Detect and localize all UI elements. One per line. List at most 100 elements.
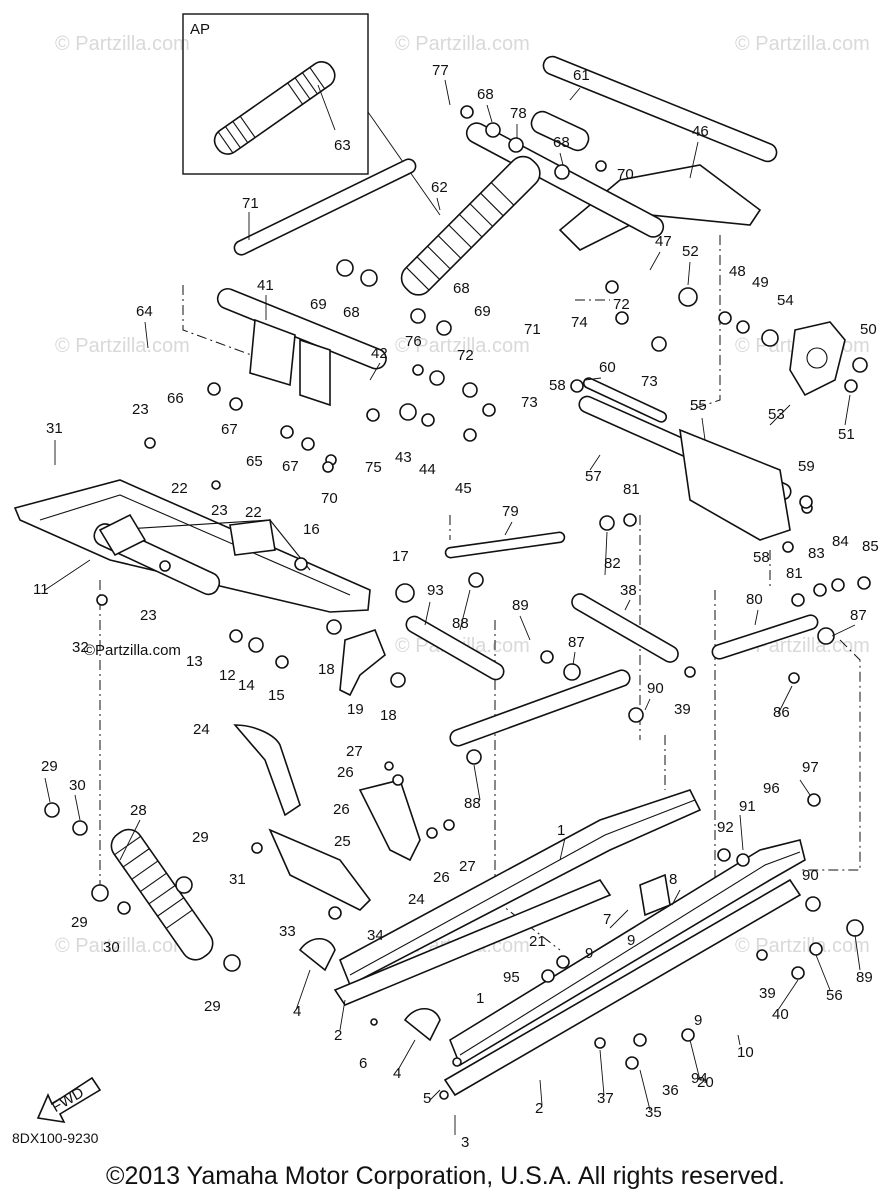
callout-15: 15: [268, 687, 285, 704]
callout-67: 67: [221, 421, 238, 438]
callout-64: 64: [136, 303, 153, 320]
watermark: © Partzilla.com: [735, 33, 870, 55]
callout-39: 39: [674, 701, 691, 718]
rails-and-shafts: [233, 593, 819, 1097]
callout-62: 62: [431, 179, 448, 196]
callout-87: 87: [568, 634, 585, 651]
watermark: © Partzilla.com: [395, 335, 530, 357]
callout-67: 67: [282, 458, 299, 475]
callouts: 1 1 2 2 3 4 4 5 6 7 8 9 9 9 10 11 12 13 …: [33, 62, 879, 1151]
watermark-overlay: ©Partzilla.com: [84, 642, 181, 659]
callout-89: 89: [512, 597, 529, 614]
callout-13: 13: [186, 653, 203, 670]
watermark: © Partzilla.com: [735, 935, 870, 957]
callout-9: 9: [585, 945, 593, 962]
callout-72: 72: [613, 296, 630, 313]
callout-23: 23: [140, 607, 157, 624]
callout-79: 79: [502, 503, 519, 520]
callout-41: 41: [257, 277, 274, 294]
callout-45: 45: [455, 480, 472, 497]
callout-54: 54: [777, 292, 794, 309]
callout-93: 93: [427, 582, 444, 599]
callout-81: 81: [623, 481, 640, 498]
callout-72: 72: [457, 347, 474, 364]
callout-26: 26: [337, 764, 354, 781]
callout-4: 4: [293, 1003, 301, 1020]
callout-83: 83: [808, 545, 825, 562]
callout-8: 8: [669, 871, 677, 888]
front-arm-assembly: [13, 479, 371, 613]
rear-arm-assembly: [216, 55, 846, 541]
callout-11: 11: [33, 581, 49, 598]
callout-51: 51: [838, 426, 855, 443]
watermark: © Partzilla.com: [55, 33, 190, 55]
callout-1: 1: [476, 990, 484, 1007]
callout-97: 97: [802, 759, 819, 776]
watermark: © Partzilla.com: [55, 935, 190, 957]
callout-50: 50: [860, 321, 877, 338]
callout-48: 48: [729, 263, 746, 280]
callout-27: 27: [346, 743, 363, 760]
callout-46: 46: [692, 123, 709, 140]
callout-5: 5: [423, 1090, 431, 1107]
callout-26: 26: [333, 801, 350, 818]
callout-30: 30: [103, 939, 120, 956]
callout-68: 68: [477, 86, 494, 103]
callout-59: 59: [798, 458, 815, 475]
callout-58: 58: [753, 549, 770, 566]
callout-81: 81: [786, 565, 803, 582]
callout-49: 49: [752, 274, 769, 291]
callout-55: 55: [690, 397, 707, 414]
leader-lines: [44, 79, 861, 1135]
callout-36: 36: [662, 1082, 679, 1099]
callout-1: 1: [557, 822, 565, 839]
callout-91: 91: [739, 798, 756, 815]
callout-25: 25: [334, 833, 351, 850]
callout-89: 89: [856, 969, 873, 986]
callout-29: 29: [204, 998, 221, 1015]
callout-95: 95: [503, 969, 520, 986]
callout-70: 70: [617, 166, 634, 183]
callout-90: 90: [647, 680, 664, 697]
callout-26: 26: [433, 869, 450, 886]
callout-73: 73: [521, 394, 538, 411]
callout-6: 6: [359, 1055, 367, 1072]
callout-35: 35: [645, 1104, 662, 1121]
callout-18: 18: [380, 707, 397, 724]
callout-61: 61: [573, 67, 590, 84]
callout-39: 39: [759, 985, 776, 1002]
callout-68: 68: [343, 304, 360, 321]
callout-2: 2: [334, 1027, 342, 1044]
callout-29: 29: [192, 829, 209, 846]
callout-19: 19: [347, 701, 364, 718]
callout-69: 69: [310, 296, 327, 313]
callout-68: 68: [553, 134, 570, 151]
callout-37: 37: [597, 1090, 614, 1107]
callout-34: 34: [367, 927, 384, 944]
callout-31: 31: [46, 420, 63, 437]
callout-38: 38: [620, 582, 637, 599]
diagram-code: 8DX100-9230: [12, 1130, 99, 1146]
callout-12: 12: [219, 667, 236, 684]
callout-77: 77: [432, 62, 449, 79]
callout-88: 88: [464, 795, 481, 812]
callout-31: 31: [229, 871, 246, 888]
callout-22: 22: [245, 504, 262, 521]
callout-43: 43: [395, 449, 412, 466]
fwd-arrow: FWD: [36, 1076, 102, 1124]
callout-47: 47: [655, 233, 672, 250]
callout-24: 24: [193, 721, 210, 738]
callout-9: 9: [694, 1012, 702, 1029]
callout-29: 29: [41, 758, 58, 775]
callout-71: 71: [242, 195, 259, 212]
callout-76: 76: [405, 333, 422, 350]
callout-32: 32: [72, 639, 89, 656]
callout-29: 29: [71, 914, 88, 931]
copyright-notice: ©2013 Yamaha Motor Corporation, U.S.A. A…: [106, 1162, 785, 1190]
callout-23: 23: [211, 502, 228, 519]
callout-85: 85: [862, 538, 879, 555]
callout-52: 52: [682, 243, 699, 260]
watermark: © Partzilla.com: [395, 33, 530, 55]
callout-21: 21: [529, 933, 546, 950]
inset-label: AP: [190, 21, 210, 38]
